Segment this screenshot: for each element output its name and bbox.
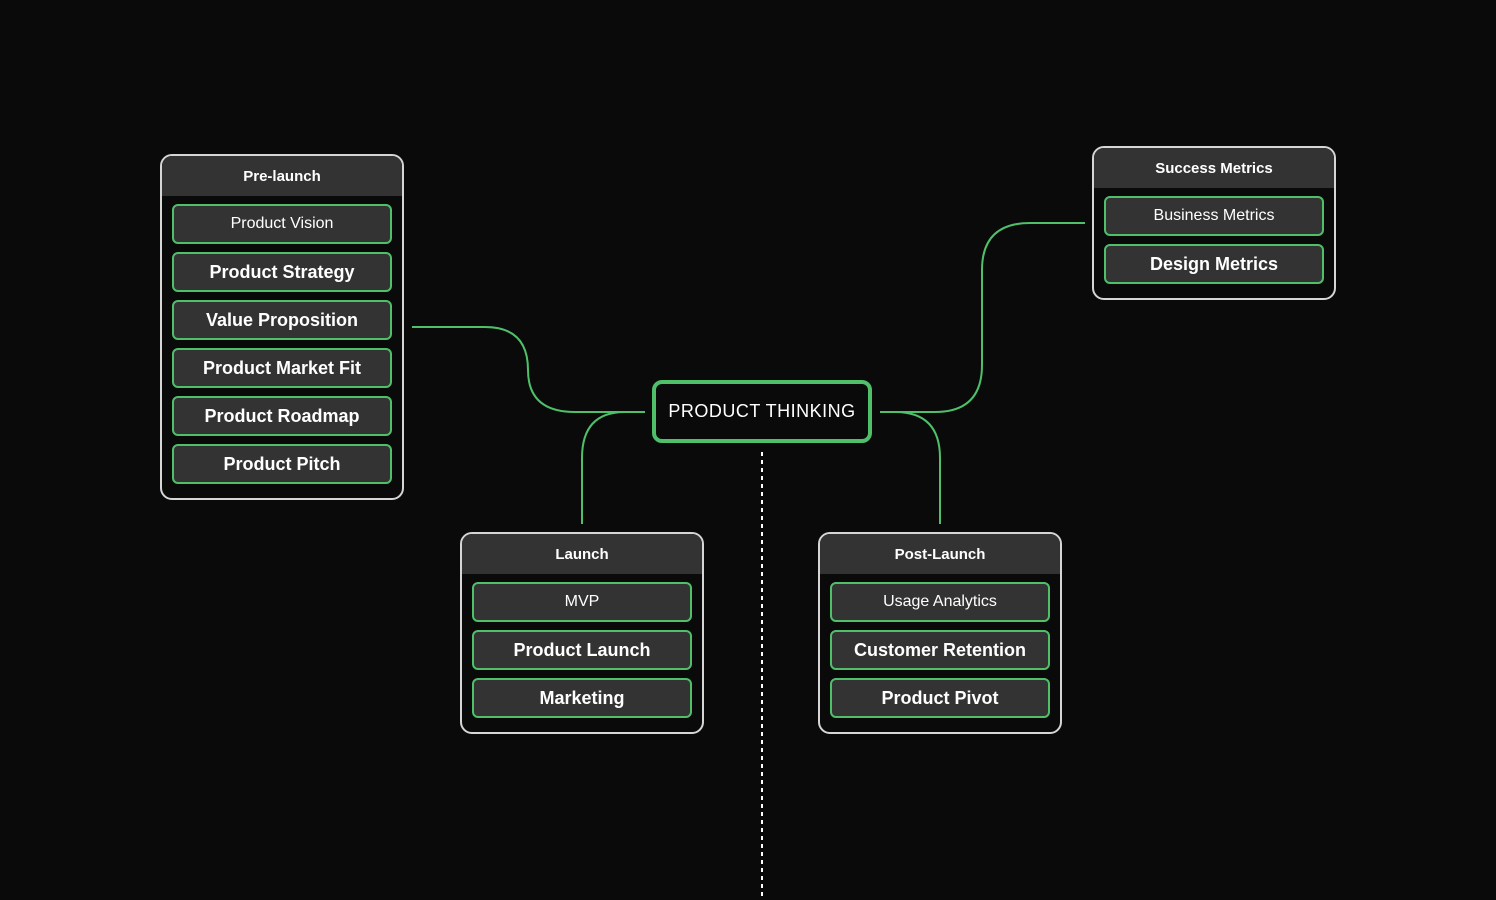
connector-success-metrics xyxy=(880,222,1085,413)
node-product-pivot[interactable]: Product Pivot xyxy=(830,678,1050,718)
node-product-pitch[interactable]: Product Pitch xyxy=(172,444,392,484)
node-usage-analytics[interactable]: Usage Analytics xyxy=(830,582,1050,622)
node-mvp[interactable]: MVP xyxy=(472,582,692,622)
node-marketing[interactable]: Marketing xyxy=(472,678,692,718)
central-topic[interactable]: PRODUCT THINKING xyxy=(652,380,872,443)
connector-launch xyxy=(581,411,645,524)
group-post-launch[interactable]: Post-Launch Usage Analytics Customer Ret… xyxy=(818,532,1062,734)
group-header: Post-Launch xyxy=(820,534,1060,574)
connector-post-launch xyxy=(880,411,941,524)
node-product-roadmap[interactable]: Product Roadmap xyxy=(172,396,392,436)
group-header: Pre-launch xyxy=(162,156,402,196)
node-product-market-fit[interactable]: Product Market Fit xyxy=(172,348,392,388)
node-business-metrics[interactable]: Business Metrics xyxy=(1104,196,1324,236)
central-topic-label: PRODUCT THINKING xyxy=(668,401,856,421)
group-launch[interactable]: Launch MVP Product Launch Marketing xyxy=(460,532,704,734)
node-product-vision[interactable]: Product Vision xyxy=(172,204,392,244)
node-product-strategy[interactable]: Product Strategy xyxy=(172,252,392,292)
node-customer-retention[interactable]: Customer Retention xyxy=(830,630,1050,670)
connector-pre-launch xyxy=(412,326,645,413)
group-pre-launch[interactable]: Pre-launch Product Vision Product Strate… xyxy=(160,154,404,500)
node-product-launch[interactable]: Product Launch xyxy=(472,630,692,670)
group-header: Success Metrics xyxy=(1094,148,1334,188)
node-design-metrics[interactable]: Design Metrics xyxy=(1104,244,1324,284)
group-success-metrics[interactable]: Success Metrics Business Metrics Design … xyxy=(1092,146,1336,300)
node-value-proposition[interactable]: Value Proposition xyxy=(172,300,392,340)
group-header: Launch xyxy=(462,534,702,574)
